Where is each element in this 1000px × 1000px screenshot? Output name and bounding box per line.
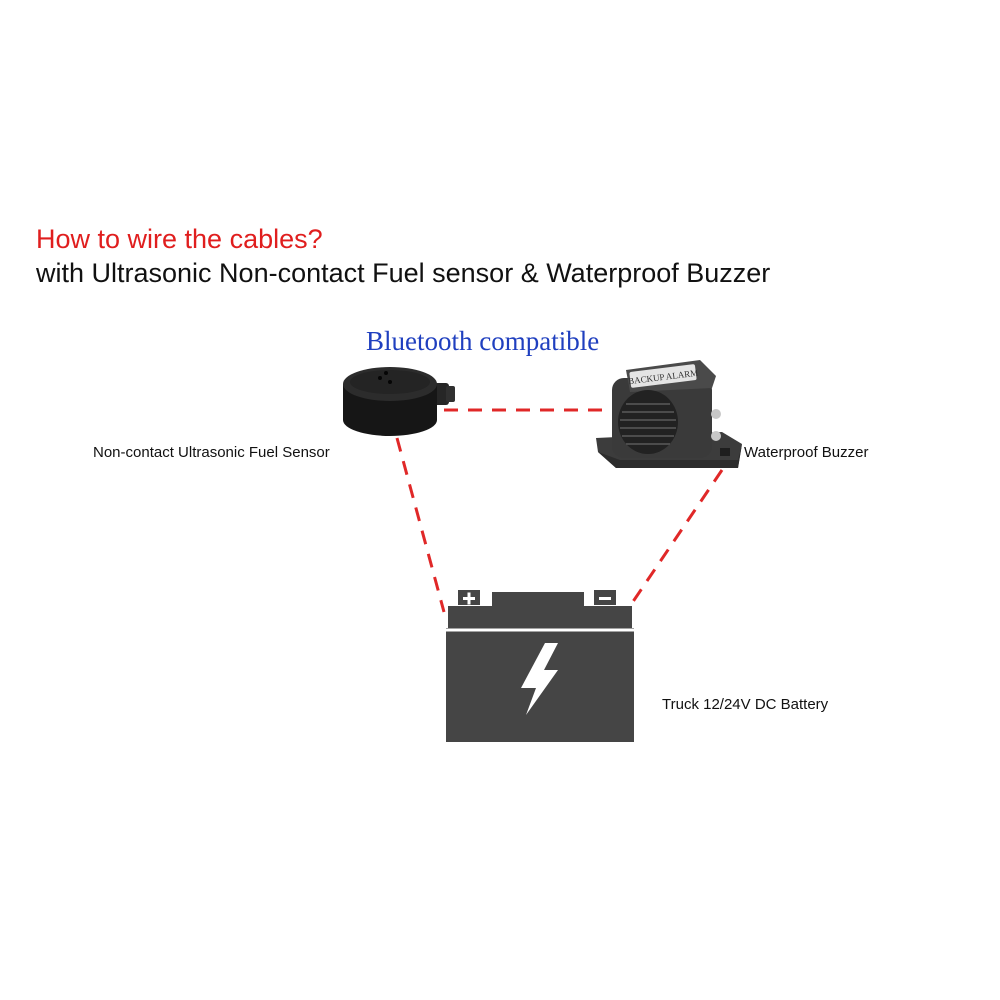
fuel-sensor-icon (343, 367, 455, 436)
buzzer-label: Waterproof Buzzer (744, 444, 869, 461)
wires (395, 408, 724, 613)
wire-sensor-battery (395, 437, 446, 613)
minus-terminal-icon (599, 597, 611, 600)
lightning-bolt-icon (521, 643, 558, 715)
diagram-heading: How to wire the cables? (36, 224, 323, 254)
plus-terminal-icon (463, 592, 475, 605)
bluetooth-label: Bluetooth compatible (366, 326, 600, 356)
battery-label: Truck 12/24V DC Battery (662, 696, 829, 713)
sensor-label: Non-contact Ultrasonic Fuel Sensor (93, 444, 330, 461)
wire-buzzer-battery (624, 469, 724, 613)
buzzer-icon (596, 360, 742, 468)
battery-icon (446, 590, 634, 742)
diagram-subheading: with Ultrasonic Non-contact Fuel sensor … (36, 258, 771, 288)
